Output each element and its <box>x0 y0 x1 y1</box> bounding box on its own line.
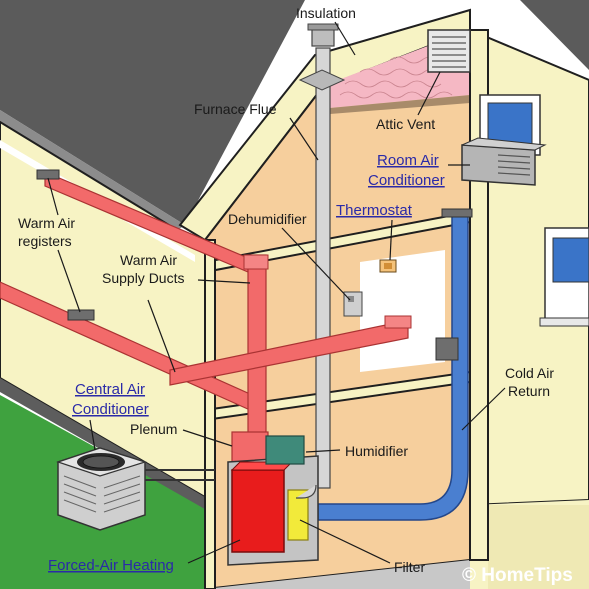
leader-humidifier <box>305 449 341 453</box>
roof-left <box>0 0 305 225</box>
register-upper <box>36 169 60 180</box>
roof-right <box>400 0 589 70</box>
leader-insulation <box>334 21 356 56</box>
leader-lines <box>47 21 506 564</box>
furnace-flue <box>298 23 346 489</box>
register-right <box>384 315 412 329</box>
flue-elbow <box>296 484 317 499</box>
register-lower <box>67 309 95 321</box>
return-grille-top <box>441 208 473 218</box>
label-supply-line2: Supply Ducts <box>102 270 184 286</box>
trunk-top-cap <box>243 254 269 270</box>
label-cold-air-line2: Return <box>508 383 550 399</box>
thermostat-device <box>379 259 397 273</box>
link-room-ac-line1[interactable]: Room Air <box>377 152 439 169</box>
insulation-texture <box>339 56 455 99</box>
foundation-right <box>488 505 589 589</box>
link-central-ac-line1[interactable]: Central Air <box>75 381 145 398</box>
leader-attic-vent <box>417 71 441 116</box>
label-cold-air-line1: Cold Air <box>505 365 554 381</box>
label-plenum: Plenum <box>130 421 177 437</box>
filter-panel <box>287 489 309 541</box>
roof-edge <box>0 110 185 232</box>
credit-watermark: © HomeTips <box>462 565 573 586</box>
room-air-conditioner <box>461 137 547 186</box>
attic-vent <box>427 29 471 73</box>
leader-cold-air-return <box>461 387 506 431</box>
link-room-ac-line2[interactable]: Conditioner <box>368 172 445 189</box>
leader-supply-ducts-a <box>197 279 251 284</box>
label-dehumidifier: Dehumidifier <box>228 211 307 227</box>
humidifier-box <box>265 435 305 465</box>
bedroom-wall <box>360 250 445 372</box>
label-furnace-flue: Furnace Flue <box>194 101 277 117</box>
inner-wall-left <box>204 239 216 589</box>
label-filter: Filter <box>394 559 425 575</box>
label-insulation: Insulation <box>296 5 356 21</box>
label-registers: registers <box>18 233 72 249</box>
cold-air-return <box>317 208 473 521</box>
leader-supply-ducts-b <box>147 299 176 373</box>
leader-thermostat <box>389 219 393 261</box>
leader-forced-air <box>187 539 241 564</box>
supply-branch-right <box>169 321 409 386</box>
dehumidifier-device <box>343 291 363 317</box>
lower-window <box>539 227 589 327</box>
link-thermostat[interactable]: Thermostat <box>336 202 413 219</box>
label-supply-line1: Warm Air <box>120 252 177 268</box>
leader-furnace-flue <box>289 117 319 161</box>
foundation-left <box>0 378 210 512</box>
label-humidifier: Humidifier <box>345 443 408 459</box>
supply-duct-network <box>0 171 412 463</box>
leader-plenum <box>182 429 233 447</box>
leader-registers-lower <box>57 249 81 313</box>
label-warm-air: Warm Air <box>18 215 75 231</box>
link-forced-air-heating[interactable]: Forced-Air Heating <box>48 557 174 574</box>
leader-dehumidifier <box>281 227 351 301</box>
return-grille-wall <box>435 337 459 361</box>
furnace-unit <box>227 435 319 566</box>
leader-central-ac <box>89 419 96 451</box>
leader-filter <box>299 519 391 564</box>
central-air-conditioner <box>56 447 215 531</box>
label-attic-vent: Attic Vent <box>376 116 435 132</box>
link-central-ac-line2[interactable]: Conditioner <box>72 401 149 418</box>
attic-floor <box>330 95 470 114</box>
plenum-box <box>231 431 269 463</box>
furnace-burner <box>231 469 285 553</box>
basement-floor <box>205 560 470 589</box>
leader-registers-upper <box>47 177 59 216</box>
